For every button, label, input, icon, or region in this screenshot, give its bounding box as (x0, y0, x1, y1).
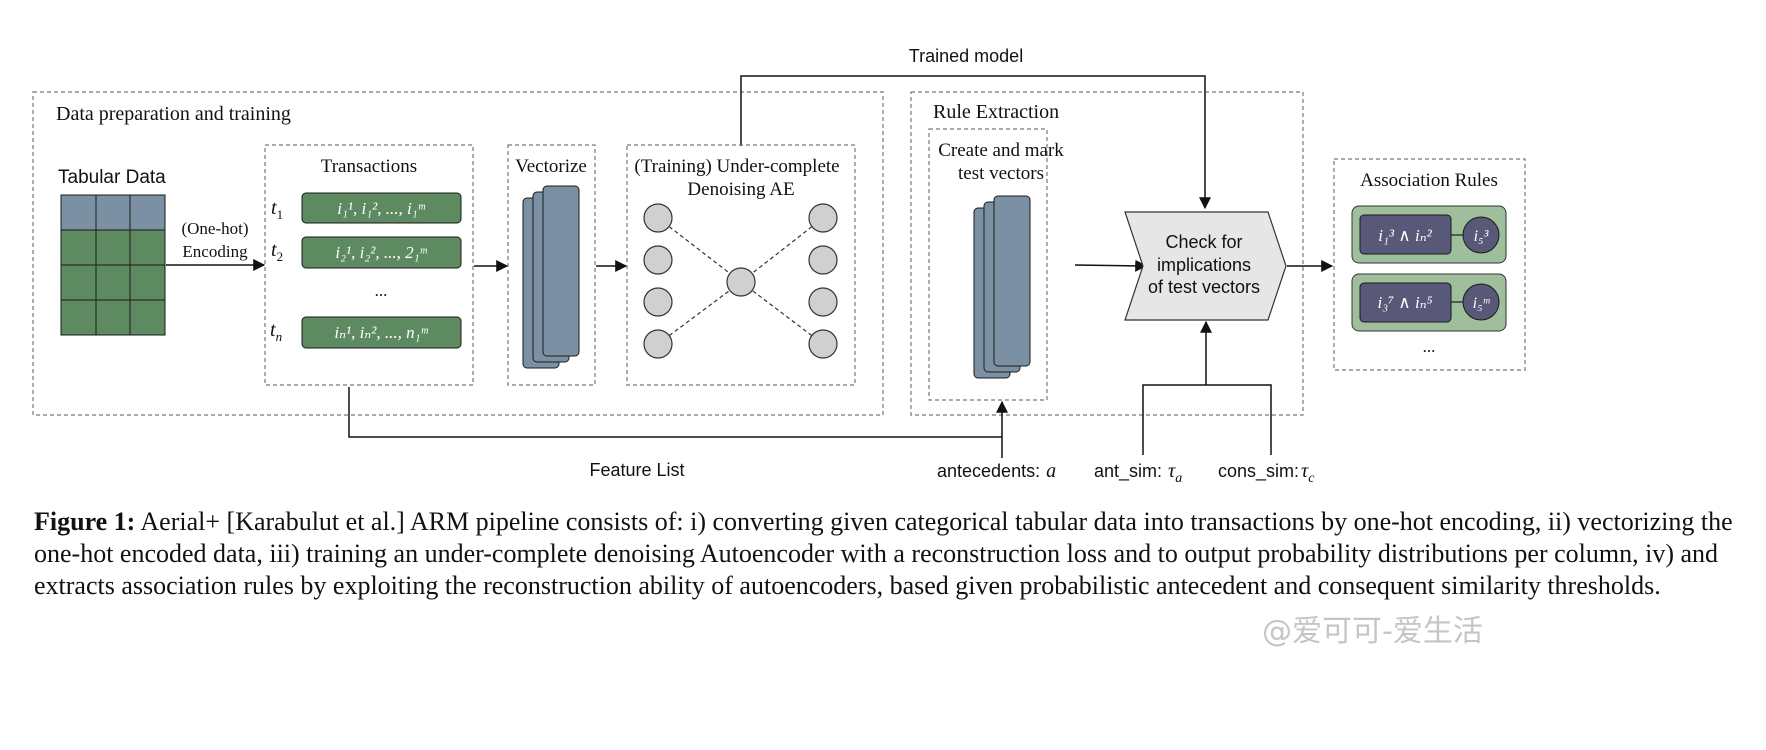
data-prep-title: Data preparation and training (56, 103, 291, 125)
transaction-subscript: 1 (277, 207, 284, 222)
rule-antecedent: i₃⁷ ∧ iₙ⁵ (1377, 293, 1432, 312)
tabular-data-grid (60, 194, 166, 336)
vectorize-box (507, 144, 596, 386)
svg-text:tn: tn (270, 319, 282, 344)
caption-label: Figure 1: (34, 507, 136, 536)
association-rules-title: Association Rules (1360, 170, 1498, 191)
svg-text:t2: t2 (271, 239, 283, 264)
pipeline-diagram: Data preparation and training Rule Extra… (32, 46, 1526, 486)
transaction-label: t (270, 319, 276, 341)
ant-sim-subscript: a (1175, 471, 1182, 486)
test-vectors-title-line2: test vectors (958, 163, 1044, 184)
cons-sim-subscript: c (1308, 471, 1315, 486)
transaction-items: i₁¹, i₁², ..., i₁ᵐ (337, 199, 425, 218)
rule-extraction-container (910, 91, 1304, 416)
thresholds-connector (1142, 384, 1272, 455)
antecedents-symbol: a (1046, 460, 1056, 482)
rule-extraction-title: Rule Extraction (933, 101, 1059, 123)
encoding-label-line2: Encoding (182, 242, 248, 261)
cons-sim-symbol: τ (1301, 460, 1309, 482)
transaction-items: i₂¹, i₂², ..., 2₁ᵐ (335, 243, 427, 262)
vector-stack (522, 185, 580, 369)
feature-list-connector (348, 387, 1002, 438)
test-vector-stack (973, 195, 1031, 379)
data-prep-container (32, 91, 884, 416)
caption-text: Aerial+ [Karabulut et al.] ARM pipeline … (34, 507, 1733, 600)
svg-text:t1: t1 (271, 197, 283, 222)
association-rule-1: i₁³ ∧ iₙ² i₅³ (1351, 205, 1507, 264)
transaction-subscript: n (276, 329, 283, 344)
autoencoder-box (626, 144, 856, 386)
check-implications-line2: implications (1157, 255, 1251, 275)
transaction-label: t (271, 239, 277, 261)
tabular-data-title: Tabular Data (58, 167, 166, 188)
test-vectors-box (928, 128, 1048, 401)
trained-model-connector (740, 75, 1211, 210)
cons-sim-label: cons_sim:τc (1218, 460, 1315, 486)
transaction-items: iₙ¹, iₙ², ..., n₁ᵐ (334, 323, 428, 342)
transaction-row-2: t2 i₂¹, i₂², ..., 2₁ᵐ (271, 236, 462, 269)
association-rules-box (1333, 158, 1526, 371)
figure-caption: Figure 1: Aerial+ [Karabulut et al.] ARM… (34, 506, 1734, 602)
transactions-ellipsis: ... (375, 281, 388, 300)
antecedents-label: antecedents:a (937, 460, 1056, 482)
test-vectors-title-line1: Create and mark (938, 140, 1064, 161)
vectorize-title: Vectorize (515, 156, 587, 177)
feature-list-label: Feature List (589, 460, 684, 480)
rule-consequent: i₅ᵐ (1473, 295, 1491, 312)
transactions-title: Transactions (321, 156, 417, 177)
transaction-row-1: t1 i₁¹, i₁², ..., i₁ᵐ (271, 192, 462, 224)
ant-sim-label: ant_sim:τa (1094, 460, 1182, 486)
association-rule-2: i₃⁷ ∧ iₙ⁵ i₅ᵐ (1351, 273, 1507, 332)
test-vectors-to-check-arrow (1074, 259, 1148, 272)
check-implications-line1: Check for (1165, 232, 1242, 252)
autoencoder-network (643, 203, 838, 359)
autoencoder-title-line2: Denoising AE (687, 179, 794, 200)
check-implications-shape (1124, 211, 1287, 321)
trained-model-label: Trained model (909, 46, 1023, 66)
encoding-label-line1: (One-hot) (181, 219, 248, 238)
check-implications-line3: of test vectors (1148, 277, 1260, 297)
watermark: @爱可可-爱生活 (1262, 614, 1483, 649)
rule-consequent: i₅³ (1474, 228, 1489, 245)
transaction-row-n: tn iₙ¹, iₙ², ..., n₁ᵐ (270, 316, 462, 349)
ant-sim-symbol: τ (1168, 460, 1176, 482)
autoencoder-title-line1: (Training) Under-complete (634, 156, 839, 177)
transaction-subscript: 2 (277, 249, 284, 264)
rule-antecedent: i₁³ ∧ iₙ² (1378, 226, 1432, 245)
transaction-label: t (271, 197, 277, 219)
rules-ellipsis: ... (1423, 337, 1436, 356)
